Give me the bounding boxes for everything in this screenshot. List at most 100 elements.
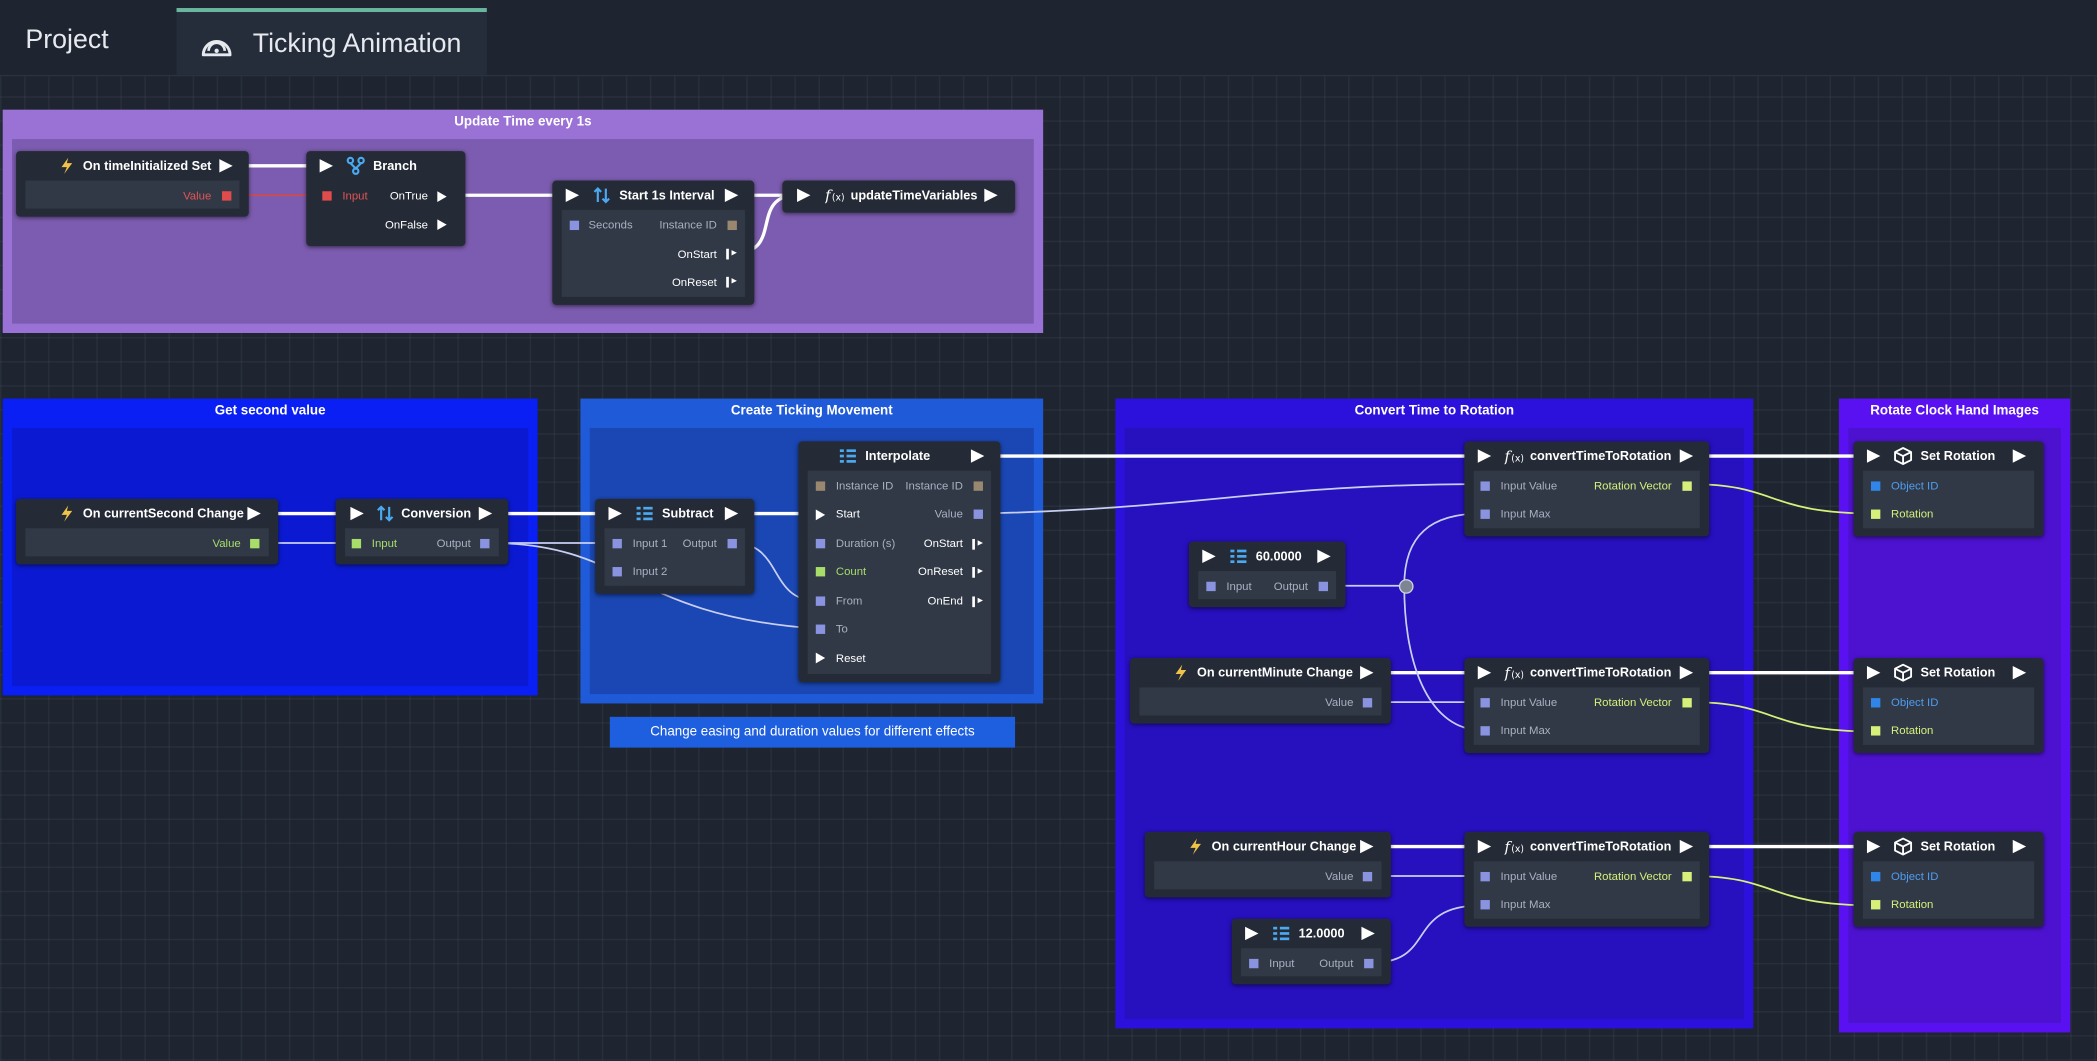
exec-in-port[interactable]: [797, 188, 811, 202]
on-reset-port[interactable]: [972, 567, 975, 578]
node-const-12[interactable]: 12.0000 Input Output: [1231, 918, 1391, 985]
rotation-vector-port[interactable]: [1682, 871, 1692, 882]
exec-in-port[interactable]: [1477, 666, 1492, 680]
exec-out-port[interactable]: [478, 506, 493, 521]
input-value-port[interactable]: [1480, 481, 1490, 491]
tab-ticking-animation[interactable]: Ticking Animation: [176, 8, 487, 75]
on-reset-port[interactable]: [726, 276, 729, 288]
node-interpolate[interactable]: Interpolate Instance ID Instance ID Star…: [798, 441, 1001, 683]
start-port[interactable]: [815, 509, 826, 521]
duration-port[interactable]: [815, 538, 826, 549]
exec-in-port[interactable]: [1866, 666, 1881, 680]
output-port[interactable]: [1364, 958, 1374, 969]
input-port[interactable]: [322, 191, 332, 201]
exec-in-port[interactable]: [565, 188, 580, 202]
value-out-port[interactable]: [1362, 871, 1373, 882]
exec-in-port[interactable]: [1202, 549, 1216, 564]
count-port[interactable]: [815, 567, 826, 577]
rotation-port[interactable]: [1870, 900, 1881, 910]
object-id-port[interactable]: [1870, 698, 1881, 708]
exec-out-port[interactable]: [1679, 666, 1694, 680]
exec-in-port[interactable]: [1477, 449, 1492, 463]
node-convert-time-to-rotation-1[interactable]: f(x) convertTimeToRotation Input Value R…: [1464, 441, 1710, 537]
output-port[interactable]: [480, 538, 490, 549]
input1-port[interactable]: [612, 538, 622, 549]
exec-out-port[interactable]: [970, 449, 985, 463]
node-on-current-minute[interactable]: On currentMinute Change Value: [1130, 657, 1391, 724]
object-id-port[interactable]: [1870, 871, 1881, 882]
on-false-port[interactable]: [437, 219, 447, 231]
exec-in-port[interactable]: [319, 159, 334, 173]
input2-port[interactable]: [612, 567, 622, 577]
exec-out-port[interactable]: [1360, 666, 1374, 680]
group-update-time[interactable]: Update Time every 1s: [2, 109, 1044, 334]
input-port[interactable]: [1206, 581, 1216, 592]
exec-out-port[interactable]: [1679, 449, 1694, 463]
input-max-port[interactable]: [1480, 509, 1490, 519]
rotation-vector-port[interactable]: [1682, 698, 1692, 708]
exec-in-port[interactable]: [350, 506, 364, 521]
value-port[interactable]: [973, 509, 983, 519]
node-set-rotation-3[interactable]: Set Rotation Object ID Rotation: [1853, 831, 2044, 927]
on-start-port[interactable]: [972, 538, 975, 550]
exec-out-port[interactable]: [1679, 839, 1694, 854]
from-port[interactable]: [815, 596, 826, 606]
node-const-60[interactable]: 60.0000 Input Output: [1188, 541, 1346, 608]
seconds-port[interactable]: [569, 220, 580, 231]
exec-out-port[interactable]: [984, 188, 998, 202]
exec-in-port[interactable]: [1866, 449, 1881, 463]
exec-out-port[interactable]: [1360, 839, 1374, 854]
exec-in-port[interactable]: [1477, 839, 1492, 854]
tab-project[interactable]: Project: [25, 25, 109, 55]
output-port[interactable]: [727, 538, 737, 549]
instance-id-in-port[interactable]: [815, 481, 826, 491]
input-value-port[interactable]: [1480, 698, 1490, 708]
rotation-vector-port[interactable]: [1682, 481, 1692, 491]
exec-out-port[interactable]: [724, 506, 739, 521]
on-true-port[interactable]: [437, 191, 447, 202]
comment-note[interactable]: Change easing and duration values for di…: [609, 716, 1016, 748]
node-update-time-variables[interactable]: f(x) updateTimeVariables: [782, 180, 1016, 213]
on-start-port[interactable]: [726, 248, 729, 260]
exec-out-port[interactable]: [1317, 549, 1331, 564]
input-port[interactable]: [351, 538, 362, 549]
exec-out-port[interactable]: [219, 159, 233, 173]
input-port[interactable]: [1249, 958, 1259, 969]
object-id-port[interactable]: [1870, 481, 1881, 491]
node-conversion[interactable]: Conversion Input Output: [335, 498, 509, 565]
input-max-port[interactable]: [1480, 900, 1490, 910]
node-convert-time-to-rotation-2[interactable]: f(x) convertTimeToRotation Input Value R…: [1464, 657, 1710, 753]
exec-out-port[interactable]: [2012, 666, 2027, 680]
exec-out-port[interactable]: [724, 188, 739, 202]
node-convert-time-to-rotation-3[interactable]: f(x) convertTimeToRotation Input Value R…: [1464, 831, 1710, 927]
exec-out-port[interactable]: [247, 506, 261, 521]
instance-id-out-port[interactable]: [973, 481, 983, 491]
output-port[interactable]: [1318, 581, 1329, 592]
input-max-port[interactable]: [1480, 726, 1490, 736]
node-subtract[interactable]: Subtract Input 1 Output Input 2: [595, 498, 755, 594]
value-out-port[interactable]: [1362, 698, 1373, 708]
reset-port[interactable]: [815, 652, 826, 664]
instance-id-port[interactable]: [727, 220, 737, 231]
node-on-current-hour[interactable]: On currentHour Change Value: [1144, 831, 1391, 898]
value-out-port[interactable]: [222, 191, 232, 201]
node-start-interval[interactable]: Start 1s Interval Seconds Instance ID On…: [552, 180, 755, 305]
node-set-rotation-2[interactable]: Set Rotation Object ID Rotation: [1853, 657, 2044, 753]
exec-in-port[interactable]: [1245, 926, 1259, 941]
input-value-port[interactable]: [1480, 871, 1490, 882]
node-on-current-second[interactable]: On currentSecond Change Value: [16, 498, 279, 565]
exec-in-port[interactable]: [1866, 839, 1881, 854]
exec-out-port[interactable]: [1361, 926, 1375, 941]
value-out-port[interactable]: [250, 538, 260, 549]
exec-out-port[interactable]: [2012, 839, 2027, 854]
node-branch[interactable]: Branch Input OnTrue OnFalse: [306, 151, 466, 247]
node-set-rotation-1[interactable]: Set Rotation Object ID Rotation: [1853, 441, 2044, 537]
rotation-port[interactable]: [1870, 509, 1881, 519]
to-port[interactable]: [815, 624, 826, 634]
node-on-time-initialized[interactable]: On timeInitialized Set Value: [16, 151, 249, 217]
wire-junction[interactable]: [1398, 579, 1414, 594]
rotation-port[interactable]: [1870, 726, 1881, 736]
on-end-port[interactable]: [972, 596, 975, 608]
exec-in-port[interactable]: [608, 506, 622, 521]
